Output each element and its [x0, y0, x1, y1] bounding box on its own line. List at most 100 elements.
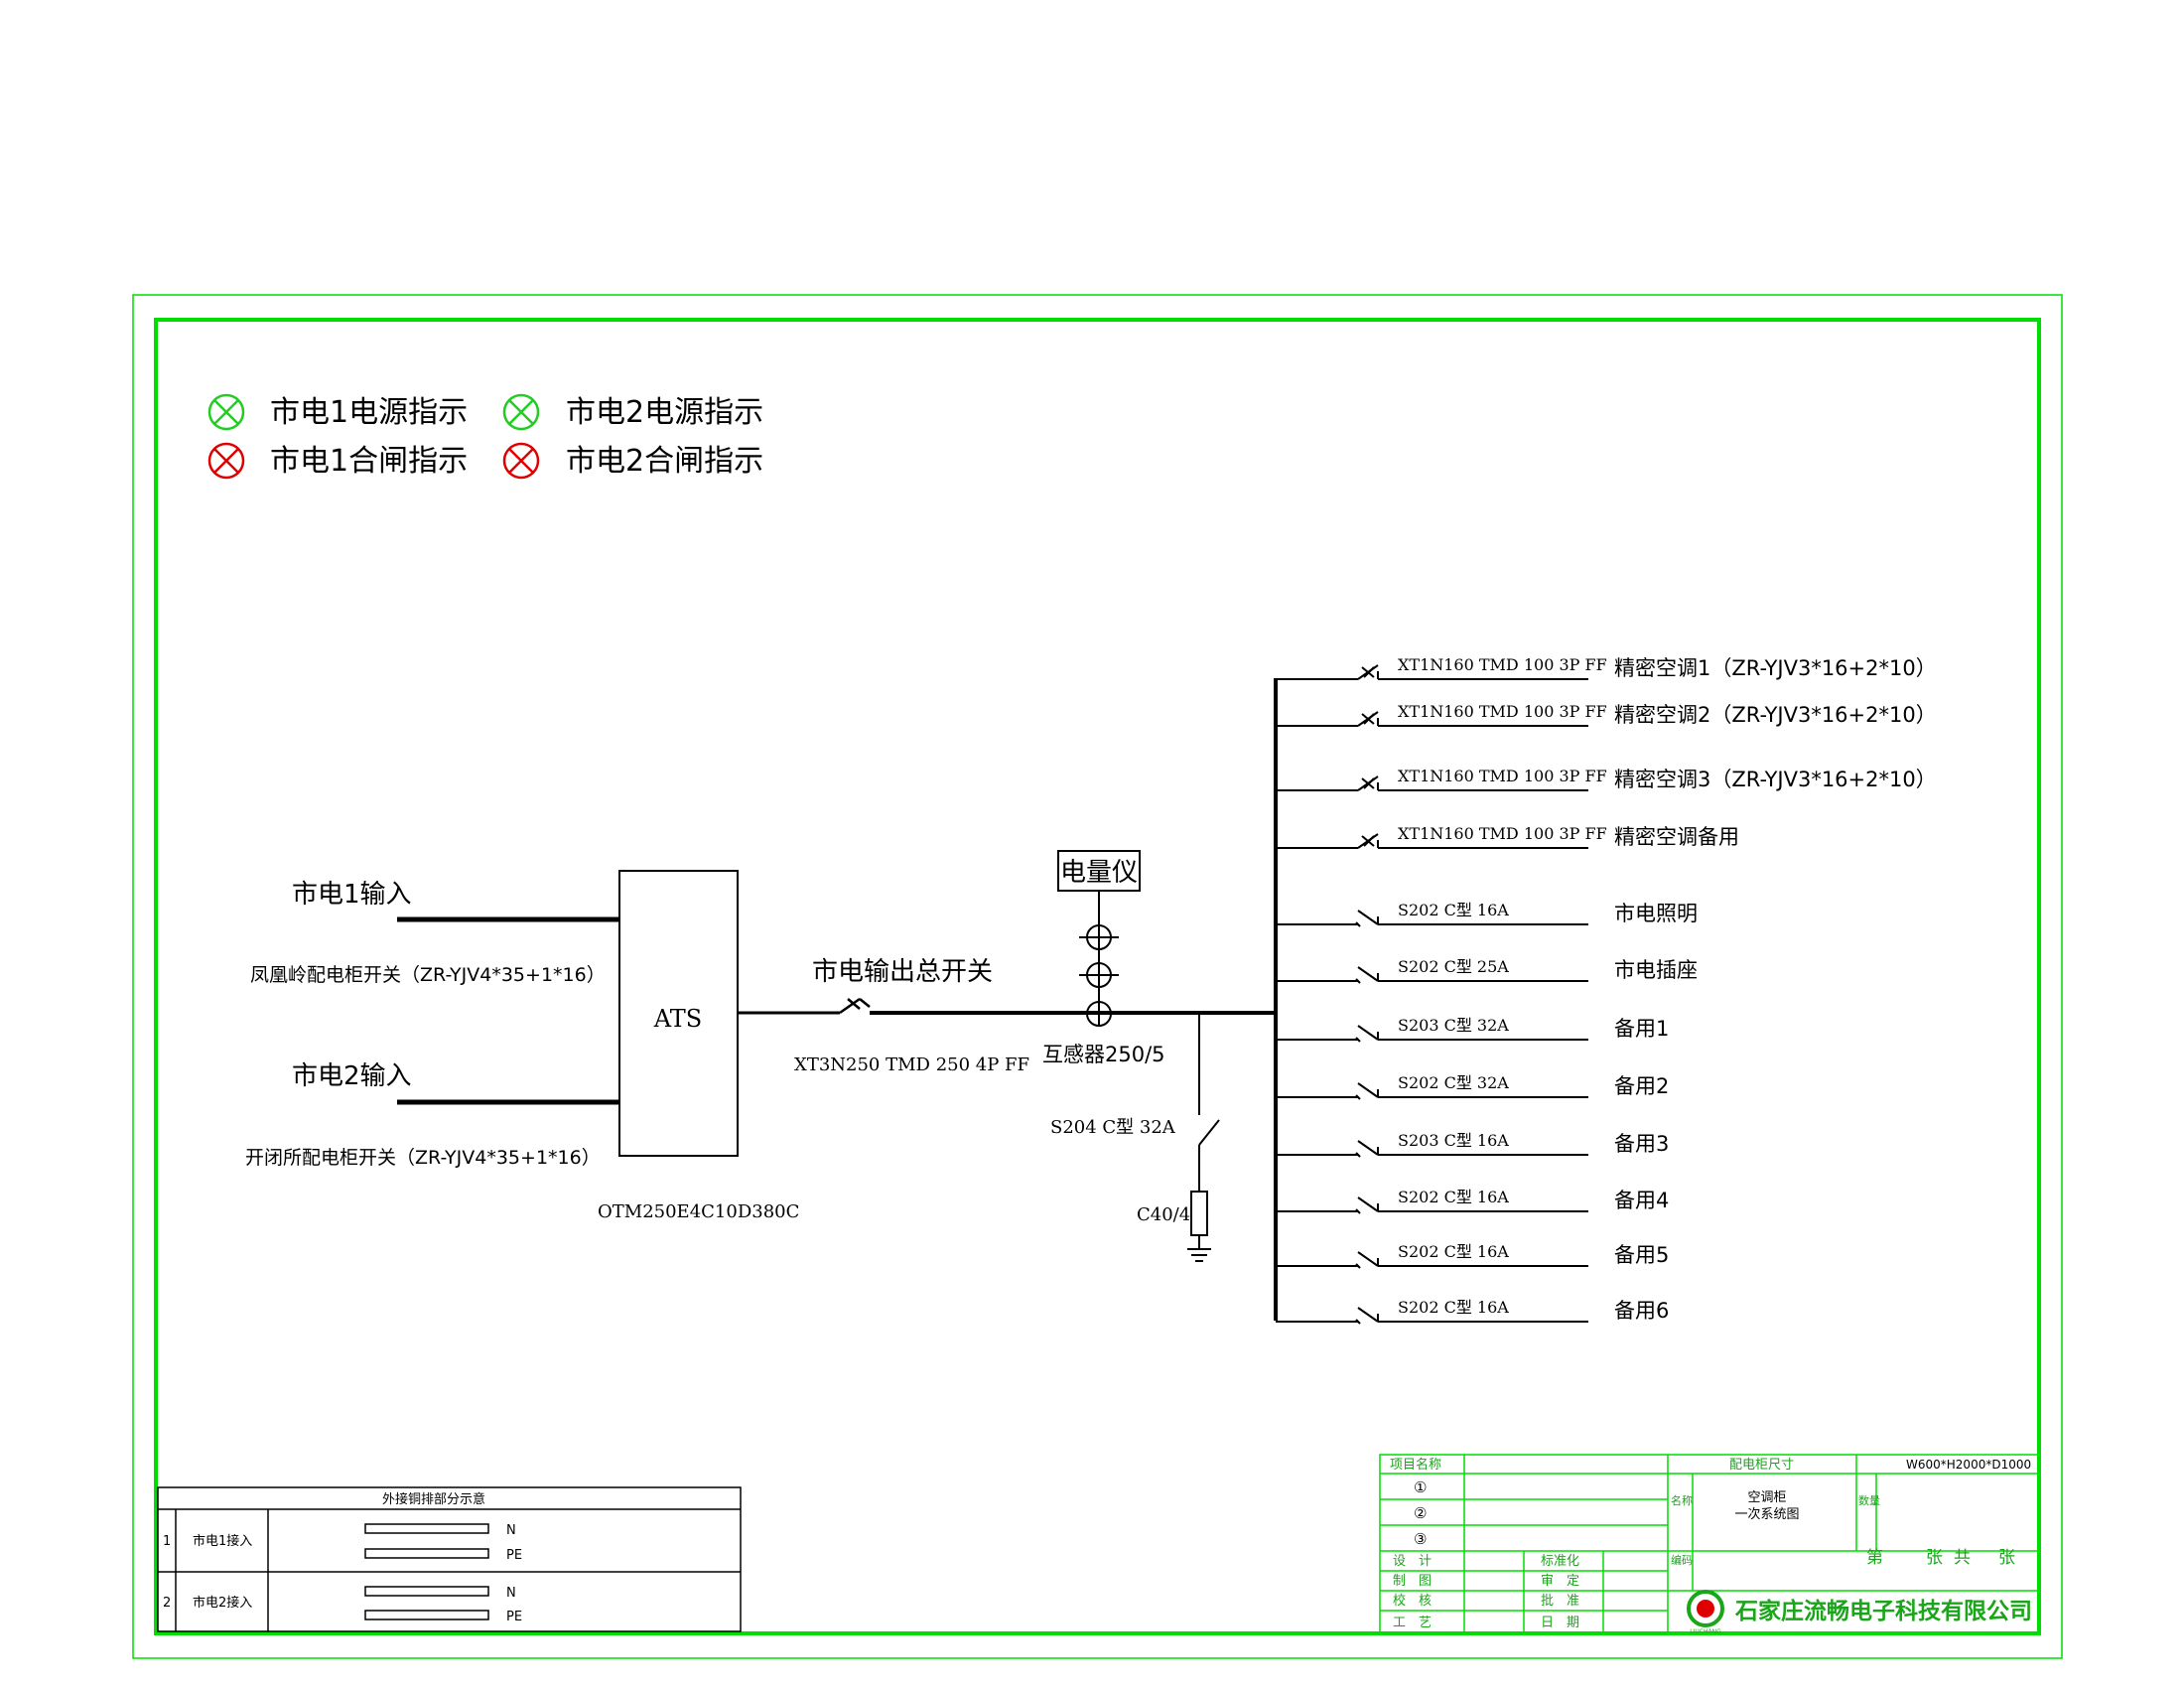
feeder-load-label: 备用1 — [1614, 1017, 1669, 1041]
tb-role-review: 审 定 — [1541, 1574, 1579, 1589]
feeder-breaker-label: XT1N160 TMD 100 3P FF — [1398, 767, 1607, 785]
meter-label: 电量仪 — [1060, 858, 1138, 888]
tb-size-label: 配电柜尺寸 — [1729, 1458, 1794, 1473]
feeder-row — [1276, 1307, 1588, 1325]
feeder-load-label: 精密空调1（ZR-YJV3*16+2*10） — [1614, 656, 1937, 680]
feeder-breaker-label: XT1N160 TMD 100 3P FF — [1398, 702, 1607, 721]
green-lamp-icon — [207, 393, 245, 431]
legend-label-in2-close: 市电2合闸指示 — [566, 444, 763, 479]
tb-role-date: 日 期 — [1541, 1616, 1579, 1630]
feeder-breaker-label: S203 C型 16A — [1398, 1131, 1509, 1150]
feeder-row — [1276, 966, 1588, 984]
feeder-load-label: 市电插座 — [1614, 958, 1698, 982]
company-name: 石家庄流畅电子科技有限公司 — [1734, 1598, 2032, 1624]
tb-sheet-1: 第 — [1866, 1548, 1883, 1568]
busbar-row-no: 2 — [163, 1596, 171, 1611]
surge-breaker-label: S204 C型 32A — [1050, 1117, 1176, 1138]
surge-branch — [1190, 1013, 1220, 1249]
feeder-load-label: 备用2 — [1614, 1074, 1669, 1098]
busbar-row-name: 市电1接入 — [193, 1533, 252, 1549]
feeder-breaker-label: S202 C型 16A — [1398, 901, 1509, 919]
busbar-bar-label: PE — [506, 1548, 522, 1563]
tb-rev-3: ③ — [1414, 1530, 1427, 1548]
busbar-table-title: 外接铜排部分示意 — [382, 1491, 485, 1507]
legend-label-in2-power: 市电2电源指示 — [566, 395, 763, 430]
feeder-breaker-label: XT1N160 TMD 100 3P FF — [1398, 655, 1607, 674]
tb-qty-label: 数量 — [1858, 1494, 1880, 1507]
busbar-row-name: 市电2接入 — [193, 1595, 252, 1611]
feeder-row — [1276, 1196, 1588, 1214]
red-lamp-icon — [502, 442, 540, 480]
company-logo-icon: LIUCHANG — [1687, 1590, 1724, 1635]
tb-sheet-3: 共 — [1954, 1548, 1971, 1568]
feeder-load-label: 市电照明 — [1614, 902, 1698, 925]
feeder-breaker-label: S203 C型 32A — [1398, 1016, 1509, 1035]
feeder-breaker-label: S202 C型 16A — [1398, 1298, 1509, 1317]
feeder-row — [1276, 833, 1588, 849]
ats-label: ATS — [653, 1005, 702, 1033]
tb-drawing-name-2: 一次系统图 — [1734, 1506, 1799, 1522]
tb-rev-2: ② — [1414, 1504, 1427, 1522]
legend: 市电1电源指示 市电2电源指示 市电1合闸指示 市电2合闸指示 — [207, 393, 763, 480]
legend-label-in1-power: 市电1电源指示 — [270, 395, 468, 430]
feeder-row — [1276, 711, 1588, 727]
busbar-bar-label: PE — [506, 1610, 522, 1624]
tb-role-standard: 标准化 — [1541, 1554, 1579, 1569]
ats-model: OTM250E4C10D380C — [598, 1201, 799, 1222]
feeder-breaker-label: S202 C型 32A — [1398, 1073, 1509, 1092]
feeder-row — [1276, 775, 1588, 791]
title-block — [1379, 1454, 2040, 1634]
feeder-row — [1276, 1140, 1588, 1158]
feeder-breaker-label: S202 C型 25A — [1398, 957, 1509, 976]
tb-role-design: 设 计 — [1393, 1554, 1432, 1569]
feeder-row — [1276, 1025, 1588, 1043]
feeder-breaker-label: S202 C型 16A — [1398, 1188, 1509, 1206]
tb-role-approve: 批 准 — [1541, 1594, 1579, 1609]
tb-size-value: W600*H2000*D1000 — [1906, 1458, 2031, 1472]
input1-label: 市电1输入 — [292, 880, 412, 910]
input2-label: 市电2输入 — [292, 1061, 412, 1091]
input1-cable: 凤凰岭配电柜开关（ZR-YJV4*35+1*16） — [250, 964, 606, 986]
main-switch-model: XT3N250 TMD 250 4P FF — [794, 1055, 1029, 1075]
feeder-group: XT1N160 TMD 100 3P FF 精密空调1（ZR-YJV3*16+2*… — [1276, 655, 1937, 1325]
feeder-breaker-label: XT1N160 TMD 100 3P FF — [1398, 824, 1607, 843]
main-breaker-symbol — [839, 997, 871, 1015]
feeder-row — [1276, 664, 1588, 680]
feeder-load-label: 精密空调2（ZR-YJV3*16+2*10） — [1614, 703, 1937, 727]
tb-role-process: 工 艺 — [1393, 1616, 1432, 1630]
feeder-load-label: 备用5 — [1614, 1243, 1669, 1267]
red-lamp-icon — [207, 442, 245, 480]
feeder-row — [1276, 910, 1588, 927]
feeder-load-label: 精密空调备用 — [1614, 825, 1739, 849]
busbar-row-no: 1 — [163, 1534, 171, 1549]
ground-icon — [1187, 1248, 1211, 1262]
feeder-load-label: 备用6 — [1614, 1299, 1669, 1323]
main-switch-label: 市电输出总开关 — [812, 957, 993, 987]
tb-sheet-4: 张 — [1998, 1548, 2015, 1568]
tb-role-draw: 制 图 — [1393, 1574, 1432, 1589]
feeder-load-label: 备用3 — [1614, 1132, 1669, 1156]
legend-label-in1-close: 市电1合闸指示 — [270, 444, 468, 479]
feeder-breaker-label: S202 C型 16A — [1398, 1242, 1509, 1261]
tb-project-label: 项目名称 — [1390, 1457, 1441, 1473]
spd-label: C40/4 — [1137, 1204, 1190, 1225]
feeder-row — [1276, 1082, 1588, 1100]
logo-text: LIUCHANG — [1690, 1628, 1721, 1635]
tb-name-label: 名称 — [1671, 1493, 1693, 1507]
busbar-bar-label: N — [506, 1586, 516, 1601]
busbar-bar-label: N — [506, 1523, 516, 1538]
feeder-load-label: 精密空调3（ZR-YJV3*16+2*10） — [1614, 768, 1937, 791]
green-lamp-icon — [502, 393, 540, 431]
tb-sheet-2: 张 — [1926, 1548, 1943, 1568]
busbar-table — [157, 1486, 742, 1632]
tb-rev-1: ① — [1414, 1478, 1427, 1496]
inner-frame — [154, 318, 2041, 1635]
tb-code-label: 编码 — [1671, 1553, 1693, 1567]
outer-frame — [132, 294, 2063, 1659]
feeder-load-label: 备用4 — [1614, 1189, 1669, 1212]
ct-icon — [1079, 924, 1119, 1027]
input2-cable: 开闭所配电柜开关（ZR-YJV4*35+1*16） — [245, 1147, 601, 1169]
tb-role-check: 校 核 — [1393, 1593, 1432, 1609]
ct-label: 互感器250/5 — [1042, 1043, 1165, 1066]
